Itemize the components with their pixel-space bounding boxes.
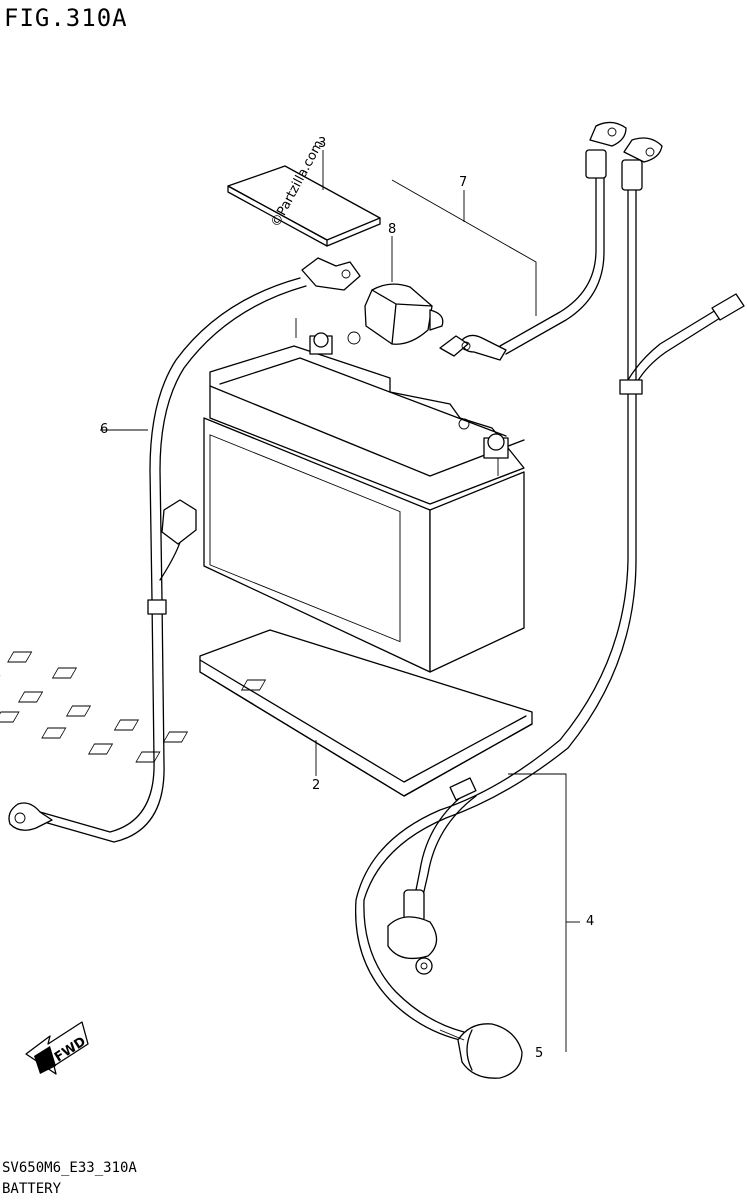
callout-5: 5 bbox=[535, 1046, 544, 1061]
part-4-negative-cable bbox=[354, 137, 745, 1079]
fwd-arrow-icon: FWD bbox=[25, 1021, 89, 1075]
part-7-positive-cable bbox=[439, 121, 627, 361]
callout-7: 7 bbox=[459, 175, 468, 190]
part-3-label-sheet: ©Partzilla.com bbox=[227, 138, 381, 247]
callout-3: 3 bbox=[318, 136, 327, 151]
battery-positive-terminal bbox=[483, 433, 509, 476]
figure-title: FIG.310A bbox=[4, 4, 128, 32]
callout-8: 8 bbox=[388, 222, 397, 237]
battery-negative-terminal bbox=[295, 318, 333, 355]
callout-4: 4 bbox=[586, 914, 595, 929]
part-8-terminal-cover bbox=[364, 236, 444, 345]
callout-6: 6 bbox=[100, 422, 109, 437]
section-name-label: BATTERY bbox=[2, 1181, 62, 1197]
model-code-label: SV650M6_E33_310A bbox=[2, 1160, 137, 1176]
part-2-battery-tray bbox=[0, 629, 533, 797]
callout-2: 2 bbox=[312, 778, 321, 793]
part-7-leader bbox=[391, 179, 537, 316]
part-6-cable-harness bbox=[8, 257, 361, 843]
part-1-battery bbox=[203, 318, 525, 673]
